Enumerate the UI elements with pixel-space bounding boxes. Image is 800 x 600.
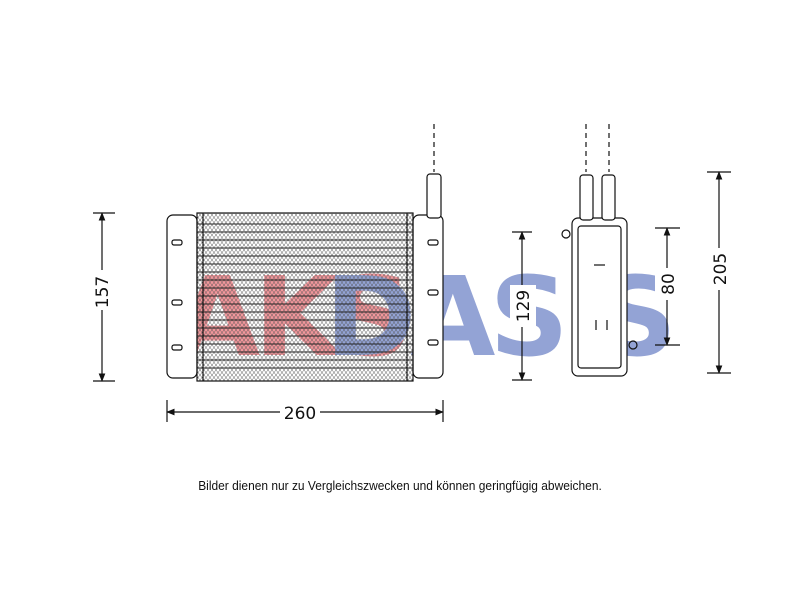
dim-129-label: 129 — [514, 290, 534, 322]
dim-260-label: 260 — [284, 404, 316, 424]
dim-157-label: 157 — [93, 276, 113, 308]
dim-80-label: 80 — [659, 273, 679, 295]
side-view — [561, 124, 638, 377]
disclaimer-caption: Bilder dienen nur zu Vergleichszwecken u… — [198, 478, 602, 493]
dim-205-label: 205 — [711, 253, 731, 285]
right-tank — [412, 214, 444, 379]
side-body — [571, 217, 628, 377]
left-tank — [166, 214, 198, 379]
side-pipe-right — [601, 174, 616, 221]
inlet-pipe — [426, 173, 442, 219]
radiator-core — [196, 212, 414, 382]
front-view — [166, 124, 444, 382]
side-pipe-left — [579, 174, 594, 221]
core-tubes — [197, 223, 413, 369]
